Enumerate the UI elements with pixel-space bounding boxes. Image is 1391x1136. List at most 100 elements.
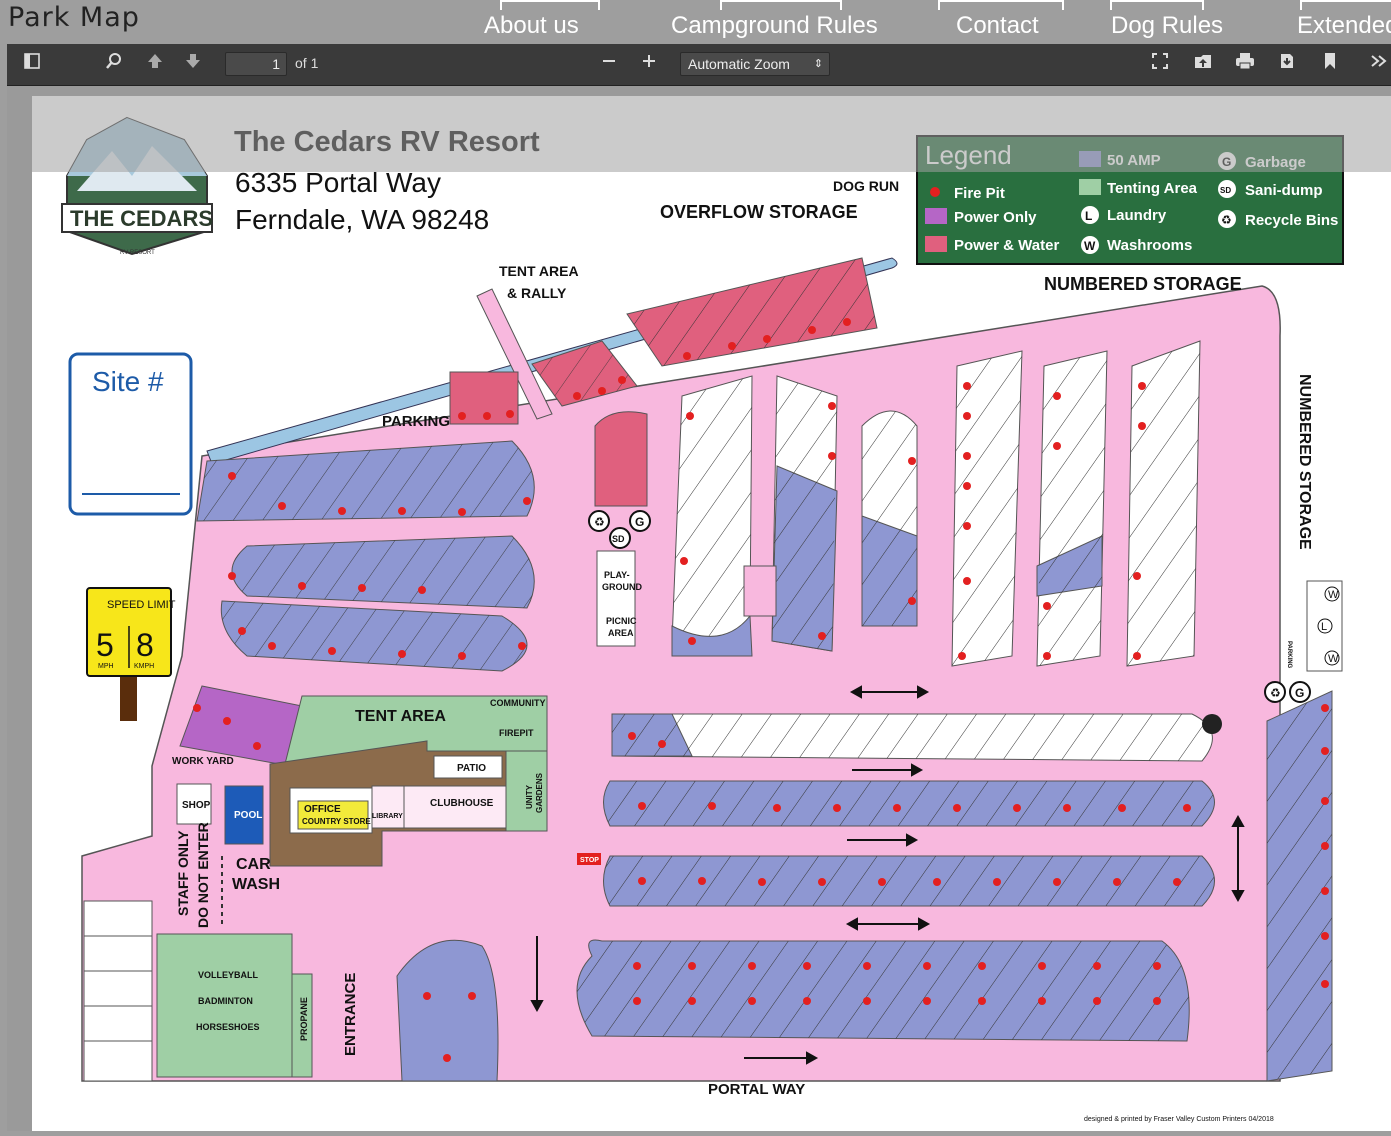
- power-water-swatch: [925, 236, 947, 252]
- chevron-updown-icon: ⇕: [813, 58, 823, 70]
- svg-text:PARKING: PARKING: [382, 413, 450, 430]
- svg-text:Sani-dump: Sani-dump: [1245, 182, 1323, 199]
- page-number-input[interactable]: 1: [225, 52, 287, 76]
- vertical-labels: NUMBERED STORAGE STAFF ONLY DO NOT ENTER…: [175, 374, 1313, 1056]
- unity-gardens: [505, 750, 548, 832]
- legend-title: Legend: [925, 140, 1012, 170]
- nav-extended[interactable]: Extended: [1297, 12, 1391, 39]
- svg-text:Recycle Bins: Recycle Bins: [1245, 212, 1338, 229]
- svg-text:COUNTRY STORE: COUNTRY STORE: [302, 817, 371, 826]
- volleyball-court: [156, 933, 293, 1078]
- address-line2: Ferndale, WA 98248: [235, 204, 489, 235]
- svg-text:VOLLEYBALL: VOLLEYBALL: [198, 970, 259, 980]
- site-number-box: [68, 352, 193, 516]
- fire-pit-markers: [193, 318, 1329, 1062]
- svg-text:STAFF ONLY: STAFF ONLY: [175, 830, 191, 916]
- svg-text:Tenting Area: Tenting Area: [1107, 180, 1198, 197]
- svg-text:designed & printed by Fraser V: designed & printed by Fraser Valley Cust…: [1084, 1116, 1274, 1123]
- pool: [224, 785, 264, 845]
- more-tools-icon[interactable]: [1367, 52, 1391, 76]
- svg-text:NUMBERED STORAGE: NUMBERED STORAGE: [1044, 274, 1242, 294]
- shop: [176, 783, 212, 825]
- svg-text:DOG RUN: DOG RUN: [833, 178, 899, 194]
- svg-text:TENT AREA: TENT AREA: [355, 708, 446, 725]
- svg-text:UNITY: UNITY: [525, 784, 534, 809]
- svg-text:WORK YARD: WORK YARD: [172, 756, 234, 767]
- bookmark-icon[interactable]: [1318, 52, 1342, 76]
- sani-dump-icon: SD: [612, 534, 625, 544]
- svg-text:AREA: AREA: [608, 628, 634, 638]
- logo-sub: RV RESORT: [120, 250, 155, 256]
- traffic-arrows: [530, 685, 1245, 1065]
- playground: [596, 550, 636, 647]
- recycle-icon: [1218, 210, 1236, 228]
- open-file-icon[interactable]: [1191, 52, 1215, 76]
- speed-limit-sign: SPEED LIMIT 5 8 MPH KMPH: [86, 587, 176, 721]
- power-only-swatch: [925, 208, 947, 224]
- svg-text:CLUBHOUSE: CLUBHOUSE: [430, 798, 494, 809]
- download-icon[interactable]: [1275, 52, 1299, 76]
- svg-text:OVERFLOW STORAGE: OVERFLOW STORAGE: [660, 202, 858, 222]
- svg-text:GARDENS: GARDENS: [535, 772, 544, 813]
- pdf-toolbar: 1 of 1 Automatic Zoom ⇕: [7, 44, 1391, 86]
- nav-campground-rules[interactable]: Campground Rules: [671, 12, 878, 39]
- pdf-viewer-container[interactable]: W L W ♻ G SD ♻ G T: [7, 86, 1391, 1131]
- zoom-select[interactable]: Automatic Zoom ⇕: [680, 52, 830, 76]
- svg-text:HORSESHOES: HORSESHOES: [196, 1022, 260, 1032]
- park-map: W L W ♻ G SD ♻ G T: [61, 116, 1344, 1123]
- map-labels: DOG RUN OVERFLOW STORAGE NUMBERED STORAG…: [172, 178, 1274, 1123]
- svg-text:ENTRANCE: ENTRANCE: [342, 973, 359, 1056]
- address-line1: 6335 Portal Way: [235, 167, 441, 198]
- svg-text:GROUND: GROUND: [602, 582, 642, 592]
- top-navigation: About us Campground Rules Contact Dog Ru…: [0, 0, 1391, 44]
- svg-text:PATIO: PATIO: [457, 763, 486, 774]
- zoom-out-icon[interactable]: [597, 52, 621, 76]
- search-icon[interactable]: [102, 52, 126, 76]
- svg-text:PROPANE: PROPANE: [299, 997, 309, 1041]
- speed-limit-kmph: 8: [136, 627, 154, 663]
- laundry-icon: [1081, 206, 1099, 224]
- logo-text: THE CEDARS: [70, 206, 213, 231]
- svg-text:STOP: STOP: [580, 857, 599, 864]
- resort-name: The Cedars RV Resort: [234, 126, 540, 158]
- svg-text:50 AMP: 50 AMP: [1107, 152, 1161, 169]
- fire-pit-swatch: [930, 187, 940, 197]
- svg-text:FIREPIT: FIREPIT: [499, 728, 534, 738]
- sidebar-toggle-icon[interactable]: [20, 52, 44, 76]
- speed-limit-label: SPEED LIMIT: [107, 599, 176, 611]
- washroom-icon: W: [1328, 653, 1339, 665]
- site-number-label: Site #: [92, 366, 164, 397]
- garbage-icon: G: [635, 515, 644, 529]
- propane: [291, 973, 313, 1078]
- svg-text:L: L: [1085, 209, 1092, 223]
- svg-text:DO NOT ENTER: DO NOT ENTER: [195, 822, 211, 928]
- laundry-icon: L: [1321, 621, 1327, 633]
- svg-text:NUMBERED STORAGE: NUMBERED STORAGE: [1296, 374, 1313, 550]
- unit-mph: MPH: [98, 663, 114, 670]
- svg-text:♻: ♻: [1221, 213, 1232, 227]
- svg-text:POOL: POOL: [234, 810, 262, 821]
- speed-limit-mph: 5: [96, 627, 114, 663]
- washroom-icon: W: [1328, 589, 1339, 601]
- svg-text:Power Only: Power Only: [954, 209, 1037, 226]
- svg-text:Laundry: Laundry: [1107, 207, 1167, 224]
- nav-contact[interactable]: Contact: [956, 12, 1039, 39]
- svg-text:PLAY-: PLAY-: [604, 570, 630, 580]
- presentation-mode-icon[interactable]: [1148, 52, 1172, 76]
- zoom-in-icon[interactable]: [637, 52, 661, 76]
- side-washroom-icons: W L W: [1317, 586, 1340, 666]
- print-icon[interactable]: [1233, 52, 1257, 76]
- previous-page-icon[interactable]: [143, 52, 167, 76]
- svg-text:SHOP: SHOP: [182, 800, 211, 811]
- nav-dog-rules[interactable]: Dog Rules: [1111, 12, 1224, 39]
- page-title: Park Map: [8, 2, 140, 33]
- sites-power-water-center: [594, 411, 648, 507]
- nav-about-us[interactable]: About us: [484, 12, 579, 39]
- next-page-icon[interactable]: [181, 52, 205, 76]
- sani-dump-icon: [1218, 180, 1236, 198]
- svg-text:WASH: WASH: [232, 876, 280, 893]
- playground-service-icons: ♻ G SD: [588, 510, 651, 549]
- legend: Legend Fire Pit Power Only Power & Water…: [916, 135, 1344, 265]
- svg-text:COMMUNITY: COMMUNITY: [490, 698, 546, 708]
- zoom-value: Automatic Zoom: [688, 56, 790, 72]
